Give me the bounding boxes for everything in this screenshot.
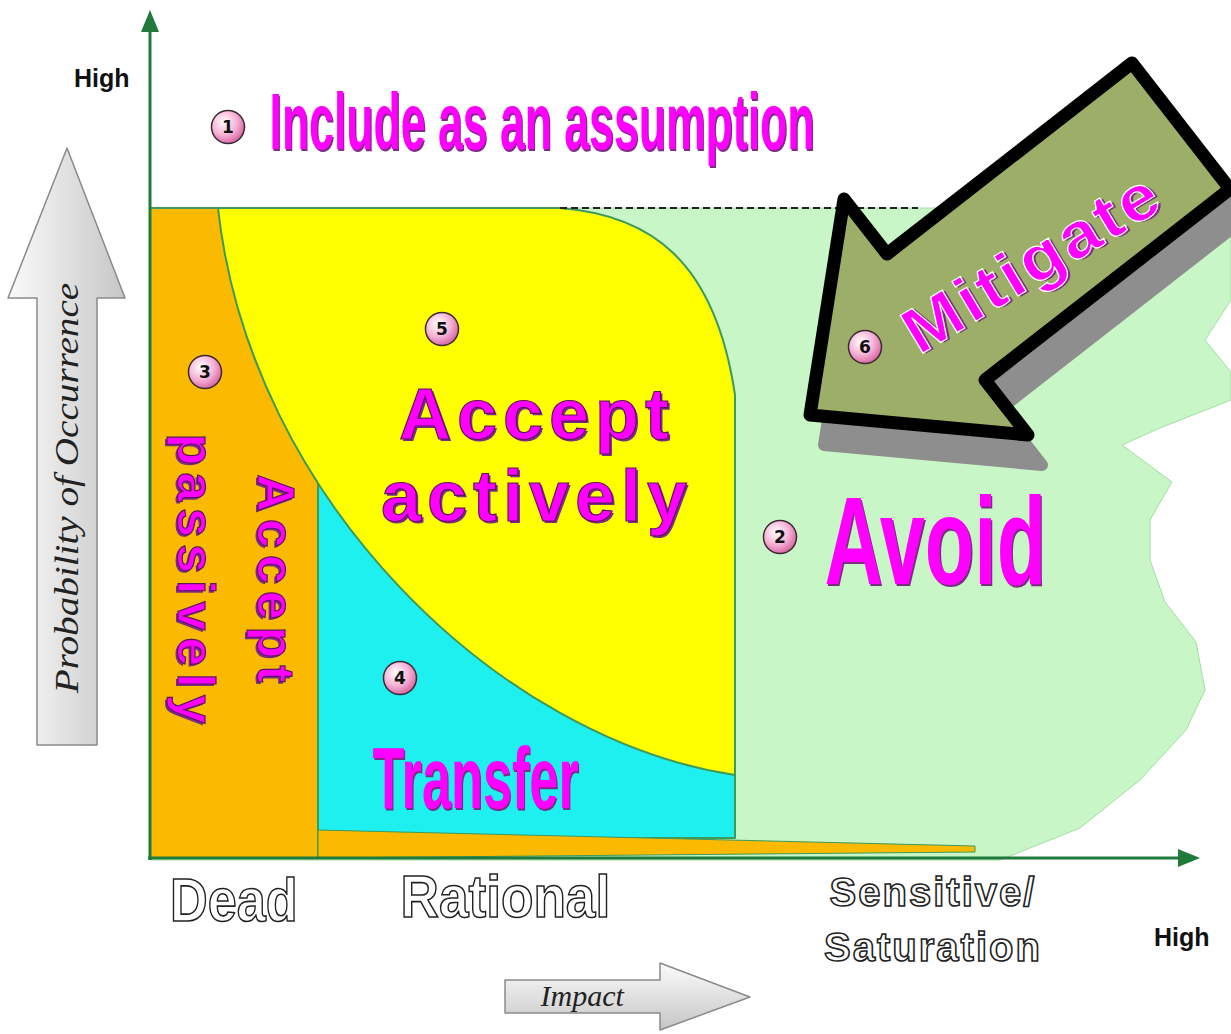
callout-circle: 1 — [210, 109, 246, 145]
callout-circle-shape — [426, 313, 459, 346]
response-label: Include as an assumption — [270, 82, 815, 162]
region-label: Accept passively — [156, 417, 316, 747]
callout-circle-shape — [189, 356, 222, 389]
callout-circle: 3 — [187, 354, 223, 390]
node-outline-group — [764, 521, 797, 554]
axis-arrow: Impact — [500, 958, 755, 1034]
callout-number: 3 — [199, 364, 211, 381]
node-outline-group — [849, 331, 882, 364]
zone-label: Rational — [400, 867, 610, 927]
callout-circle-shape — [764, 521, 797, 554]
region-shape — [810, 63, 1230, 435]
x-axis-head — [1178, 849, 1200, 867]
region-label: Transfer — [372, 734, 578, 822]
callout-circle: 5 — [424, 311, 460, 347]
callout-number: 6 — [859, 339, 871, 356]
callout-number: 4 — [394, 670, 406, 687]
zone-label: Dead — [170, 869, 298, 931]
node-outline-group — [318, 440, 735, 838]
base-band — [318, 830, 975, 858]
node-outline-group — [505, 963, 750, 1030]
dashed-threshold — [560, 207, 918, 209]
axis-title: Probability of Occurrence — [50, 283, 84, 693]
node-outline-group — [384, 662, 417, 695]
region-label: Avoid — [824, 478, 1046, 603]
axis-arrow: Probability of Occurrence — [5, 140, 130, 750]
callout-circle-shape — [849, 331, 882, 364]
node-outline — [500, 958, 755, 1034]
y-axis-head — [141, 10, 159, 32]
region-shape — [318, 440, 735, 838]
x-axis-line — [148, 857, 1180, 860]
callout-number: 2 — [774, 529, 786, 546]
zone-label: Sensitive/ Saturation — [808, 865, 1058, 975]
risk-region: Accept actively 5 — [218, 208, 735, 775]
callout-circle: 4 — [382, 660, 418, 696]
region-shape — [8, 148, 125, 745]
region-shape — [505, 963, 750, 1030]
axis-end-label: High — [74, 66, 130, 91]
axis-end-label: High — [1154, 925, 1210, 950]
node-outline-group — [810, 63, 1231, 465]
axis-title: Impact — [541, 981, 624, 1011]
node-outline-group — [8, 148, 125, 745]
callout-circle: 6 — [847, 329, 883, 365]
node-outline-group — [212, 111, 245, 144]
callout-number: 5 — [436, 321, 448, 338]
callout-circle: 2 — [762, 519, 798, 555]
y-axis-line — [149, 28, 152, 860]
mitigate-arrow: Mitigate6 — [790, 45, 1231, 475]
callout-circle-shape — [212, 111, 245, 144]
callout-circle-shape — [384, 662, 417, 695]
callout-number: 1 — [222, 119, 234, 136]
region-label: Accept actively — [347, 373, 727, 537]
node-outline-group — [426, 313, 459, 346]
node-outline-group — [189, 356, 222, 389]
